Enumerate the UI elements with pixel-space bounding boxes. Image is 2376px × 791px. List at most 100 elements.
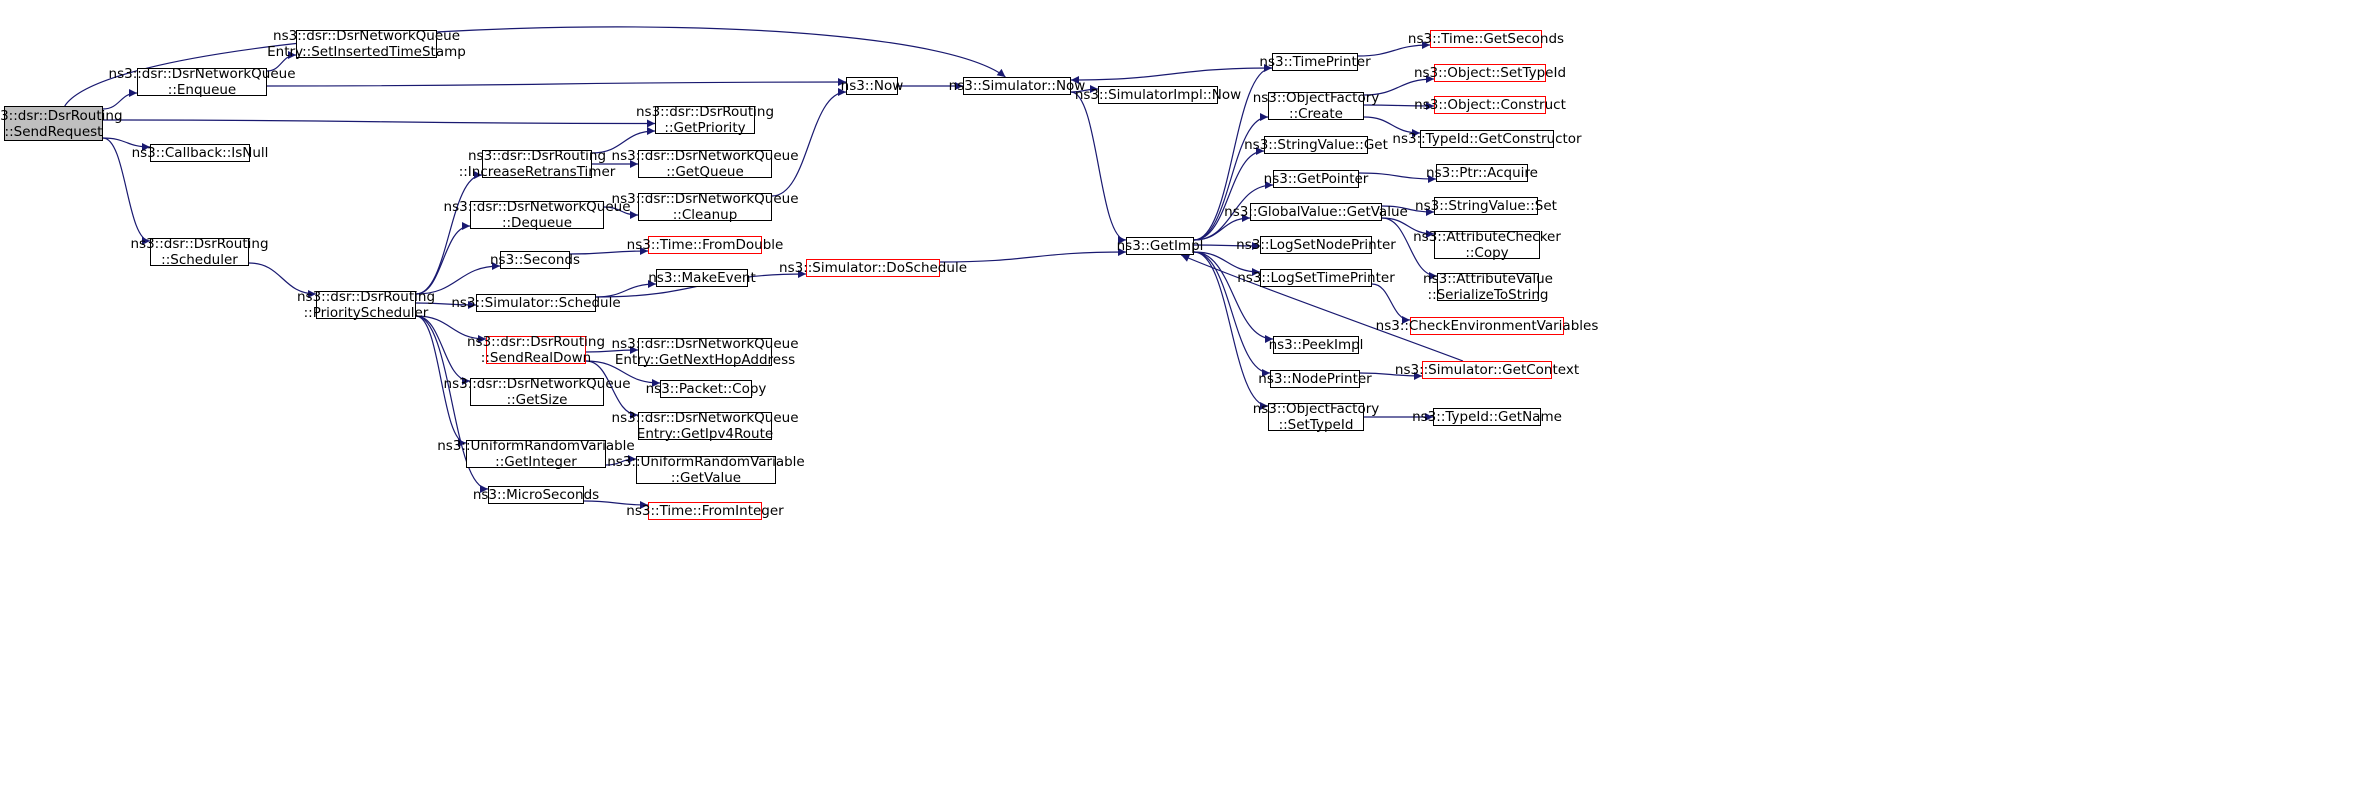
- node-sim-now[interactable]: ns3::Simulator::Now: [948, 77, 1086, 95]
- node-get-value-urv[interactable]: ns3::UniformRandomVariable ::GetValue: [607, 454, 805, 486]
- edge-priority-scheduler-to-get-integer: [415, 315, 467, 447]
- edge-log-set-time-printer-to-check-env: [1371, 283, 1411, 324]
- node-micro-seconds[interactable]: ns3::MicroSeconds: [472, 486, 600, 504]
- node-sim-impl-now[interactable]: ns3::SimulatorImpl::Now: [1074, 86, 1242, 104]
- edge-send-request-to-sim-now: [64, 26, 1006, 107]
- node-string-value-set[interactable]: ns3::StringValue::Set: [1415, 197, 1557, 215]
- edge-cleanup-to-now: [771, 88, 847, 197]
- edge-priority-scheduler-to-send-real-down: [415, 315, 487, 343]
- node-attr-checker-copy[interactable]: ns3::AttributeChecker ::Copy: [1413, 229, 1561, 261]
- edge-do-schedule-to-get-impl: [939, 248, 1127, 263]
- edge-get-integer-to-get-value-urv: [605, 455, 637, 466]
- node-get-impl[interactable]: ns3::GetImpl: [1116, 237, 1204, 255]
- edge-get-pointer-to-ptr-acquire: [1358, 172, 1437, 183]
- edge-get-impl-to-time-printer: [1193, 64, 1273, 241]
- node-get-constructor[interactable]: ns3::TypeId::GetConstructor: [1392, 130, 1582, 148]
- node-time-printer[interactable]: ns3::TimePrinter: [1259, 53, 1371, 71]
- node-now[interactable]: ns3::Now: [840, 77, 904, 95]
- node-from-double[interactable]: ns3::Time::FromDouble: [626, 236, 784, 254]
- edge-priority-scheduler-to-dequeue: [415, 222, 471, 295]
- edge-enqueue-to-now: [266, 78, 847, 87]
- node-enqueue[interactable]: ns3::dsr::DsrNetworkQueue ::Enqueue: [108, 66, 296, 98]
- edge-priority-scheduler-to-seconds: [415, 262, 501, 295]
- edge-priority-scheduler-to-increase-retrans: [415, 171, 483, 295]
- node-obj-factory-create[interactable]: ns3::ObjectFactory ::Create: [1252, 90, 1380, 122]
- edge-time-printer-to-sim-now: [1070, 67, 1273, 84]
- edge-node-printer-to-get-context: [1359, 371, 1423, 380]
- node-seconds[interactable]: ns3::Seconds: [490, 251, 580, 269]
- node-make-event[interactable]: ns3::MakeEvent: [648, 269, 756, 287]
- node-get-size[interactable]: ns3::dsr::DsrNetworkQueue ::GetSize: [443, 376, 631, 408]
- edge-get-impl-to-log-set-time-printer: [1193, 251, 1261, 276]
- node-node-printer[interactable]: ns3::NodePrinter: [1258, 370, 1372, 388]
- node-set-inserted[interactable]: ns3::dsr::DsrNetworkQueue Entry::SetInse…: [267, 28, 466, 60]
- edge-send-request-to-get-priority: [102, 119, 656, 128]
- edge-send-request-to-enqueue: [102, 89, 138, 110]
- node-from-integer[interactable]: ns3::Time::FromInteger: [626, 502, 784, 520]
- node-attr-value-serialize[interactable]: ns3::AttributeValue ::SerializeToString: [1423, 271, 1553, 303]
- node-get-priority[interactable]: ns3::dsr::DsrRouting ::GetPriority: [635, 104, 775, 136]
- node-dequeue[interactable]: ns3::dsr::DsrNetworkQueue ::Dequeue: [443, 199, 631, 231]
- edge-global-get-value-to-string-value-set: [1381, 205, 1435, 216]
- edge-get-impl-to-global-get-value: [1193, 214, 1251, 241]
- node-send-real-down[interactable]: ns3::dsr::DsrRouting ::SendRealDown: [466, 334, 606, 366]
- node-construct[interactable]: ns3::Object::Construct: [1414, 96, 1566, 114]
- edge-sim-now-to-get-impl: [1070, 91, 1127, 244]
- node-log-set-time-printer[interactable]: ns3::LogSetTimePrinter: [1237, 269, 1395, 287]
- edge-seconds-to-from-double: [569, 247, 649, 256]
- node-get-integer[interactable]: ns3::UniformRandomVariable ::GetInteger: [437, 438, 635, 470]
- edge-micro-seconds-to-from-integer: [583, 500, 649, 509]
- edge-send-real-down-to-packet-copy: [585, 360, 661, 387]
- node-do-schedule[interactable]: ns3::Simulator::DoSchedule: [779, 259, 967, 277]
- node-peek-impl[interactable]: ns3::PeekImpl: [1268, 336, 1364, 354]
- edge-obj-factory-create-to-set-type-id: [1363, 75, 1435, 96]
- edge-get-context-to-get-impl: [1180, 254, 1464, 362]
- edge-send-request-to-scheduler: [102, 137, 151, 245]
- node-get-next-hop[interactable]: ns3::dsr::DsrNetworkQueue Entry::GetNext…: [611, 336, 799, 368]
- edge-scheduler-to-priority-scheduler: [248, 262, 317, 298]
- node-get-ipv4-route[interactable]: ns3::dsr::DsrNetworkQueue Entry::GetIpv4…: [611, 410, 799, 442]
- node-set-type-id[interactable]: ns3::Object::SetTypeId: [1413, 64, 1567, 82]
- node-get-seconds[interactable]: ns3::Time::GetSeconds: [1407, 30, 1565, 48]
- edge-global-get-value-to-attr-value-serialize: [1381, 217, 1438, 280]
- edge-increase-retrans-to-get-priority: [591, 127, 656, 154]
- node-schedule[interactable]: ns3::Simulator::Schedule: [451, 294, 621, 312]
- node-send-request: ns3::dsr::DsrRouting ::SendRequest: [0, 106, 123, 141]
- edge-send-real-down-to-get-next-hop: [585, 346, 639, 355]
- edge-obj-factory-create-to-get-constructor: [1363, 116, 1421, 137]
- edge-get-impl-to-obj-factory-create: [1193, 113, 1269, 241]
- node-obj-factory-set-type-id[interactable]: ns3::ObjectFactory ::SetTypeId: [1252, 401, 1380, 433]
- edge-global-get-value-to-attr-checker-copy: [1381, 217, 1435, 238]
- node-log-set-node-printer[interactable]: ns3::LogSetNodePrinter: [1236, 236, 1396, 254]
- node-increase-retrans[interactable]: ns3::dsr::DsrRouting ::IncreaseRetransTi…: [458, 148, 616, 180]
- node-get-context[interactable]: ns3::Simulator::GetContext: [1394, 361, 1580, 379]
- node-get-pointer[interactable]: ns3::GetPointer: [1263, 170, 1369, 188]
- edge-priority-scheduler-to-micro-seconds: [415, 315, 489, 493]
- node-type-id-get-name[interactable]: ns3::TypeId::GetName: [1412, 408, 1562, 426]
- node-priority-scheduler[interactable]: ns3::dsr::DsrRouting ::PriorityScheduler: [296, 289, 436, 321]
- node-packet-copy[interactable]: ns3::Packet::Copy: [645, 380, 767, 398]
- edge-priority-scheduler-to-schedule: [415, 300, 477, 309]
- edge-obj-factory-create-to-construct: [1363, 101, 1435, 110]
- edge-get-impl-to-string-value-get: [1193, 147, 1265, 241]
- edge-enqueue-to-set-inserted: [266, 51, 297, 72]
- node-scheduler[interactable]: ns3::dsr::DsrRouting ::Scheduler: [130, 236, 269, 268]
- edge-sim-now-to-sim-impl-now: [1070, 85, 1099, 94]
- edge-get-impl-to-obj-factory-set-type-id: [1193, 251, 1269, 410]
- edge-get-impl-to-log-set-node-printer: [1193, 241, 1261, 250]
- node-cleanup[interactable]: ns3::dsr::DsrNetworkQueue ::Cleanup: [611, 191, 799, 223]
- node-string-value-get[interactable]: ns3::StringValue::Get: [1244, 136, 1388, 154]
- node-is-null[interactable]: ns3::Callback::IsNull: [131, 144, 269, 162]
- node-get-queue[interactable]: ns3::dsr::DsrNetworkQueue ::GetQueue: [611, 148, 799, 180]
- node-global-get-value[interactable]: ns3::GlobalValue::GetValue: [1224, 203, 1408, 221]
- edge-time-printer-to-get-seconds: [1357, 41, 1431, 57]
- edge-send-real-down-to-get-ipv4-route: [585, 360, 639, 419]
- edge-priority-scheduler-to-get-size: [415, 315, 471, 385]
- node-check-env[interactable]: ns3::CheckEnvironmentVariables: [1375, 317, 1599, 335]
- node-ptr-acquire[interactable]: ns3::Ptr::Acquire: [1426, 164, 1538, 182]
- edge-get-impl-to-node-printer: [1193, 251, 1271, 377]
- edge-dequeue-to-cleanup: [603, 206, 639, 219]
- edge-send-request-to-is-null: [102, 137, 151, 151]
